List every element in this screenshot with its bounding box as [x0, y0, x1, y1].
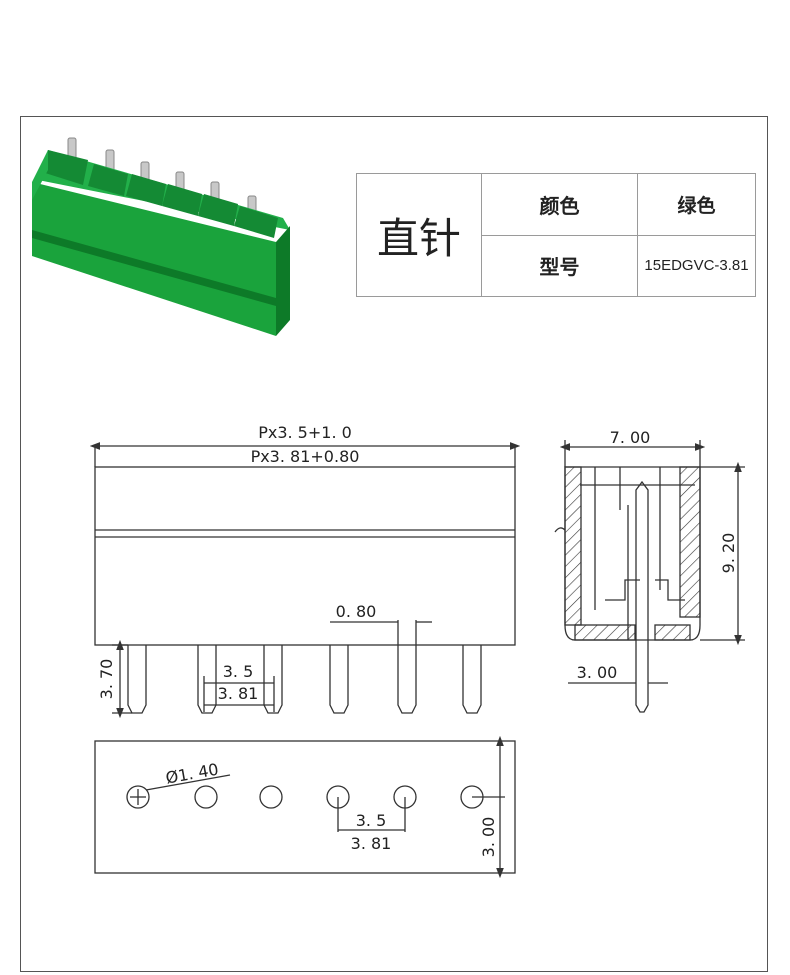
pin-type-cell: 直针 [356, 173, 482, 297]
color-label: 颜色 [481, 173, 638, 236]
side-view-pin [635, 480, 649, 713]
depth-label: 7. 00 [610, 428, 651, 447]
side-view [554, 466, 701, 713]
bottom-pitch-dimension [337, 797, 406, 832]
model-value: 15EDGVC-3.81 [637, 234, 756, 297]
length-formula-2: Px3. 81+0.80 [251, 447, 360, 466]
pin-length-label: 3. 70 [97, 659, 116, 700]
pin-width-label: 0. 80 [336, 602, 377, 621]
bottom-depth-dimension [472, 735, 505, 879]
bottom-view-holes [126, 785, 484, 809]
hole-diameter-leader [145, 774, 231, 791]
front-view-pins [127, 645, 482, 714]
drawing-frame [20, 116, 768, 972]
height-label: 9. 20 [719, 533, 738, 574]
pin-length-dimension [112, 639, 132, 719]
bottom-pitch-label-2: 3. 81 [351, 834, 392, 853]
length-dimension [89, 442, 521, 467]
bottom-depth-label: 3. 00 [479, 817, 498, 858]
product-photo [32, 137, 290, 336]
height-dimension [700, 461, 745, 646]
pin-width-dimension [330, 620, 432, 645]
model-label: 型号 [481, 234, 638, 297]
pitch-label-2: 3. 81 [218, 684, 259, 703]
spec-table: 直针 颜色 绿色 型号 15EDGVC-3.81 [356, 173, 756, 297]
bottom-pitch-label-1: 3. 5 [356, 811, 387, 830]
depth-dimension [559, 440, 706, 467]
length-formula-1: Px3. 5+1. 0 [258, 423, 352, 442]
front-view [94, 466, 516, 714]
pitch-dimension [203, 676, 275, 712]
pitch-label-1: 3. 5 [223, 662, 254, 681]
hole-diameter-label: Ø1. 40 [164, 760, 220, 788]
bottom-view [94, 740, 516, 874]
pin-offset-label: 3. 00 [577, 663, 618, 682]
